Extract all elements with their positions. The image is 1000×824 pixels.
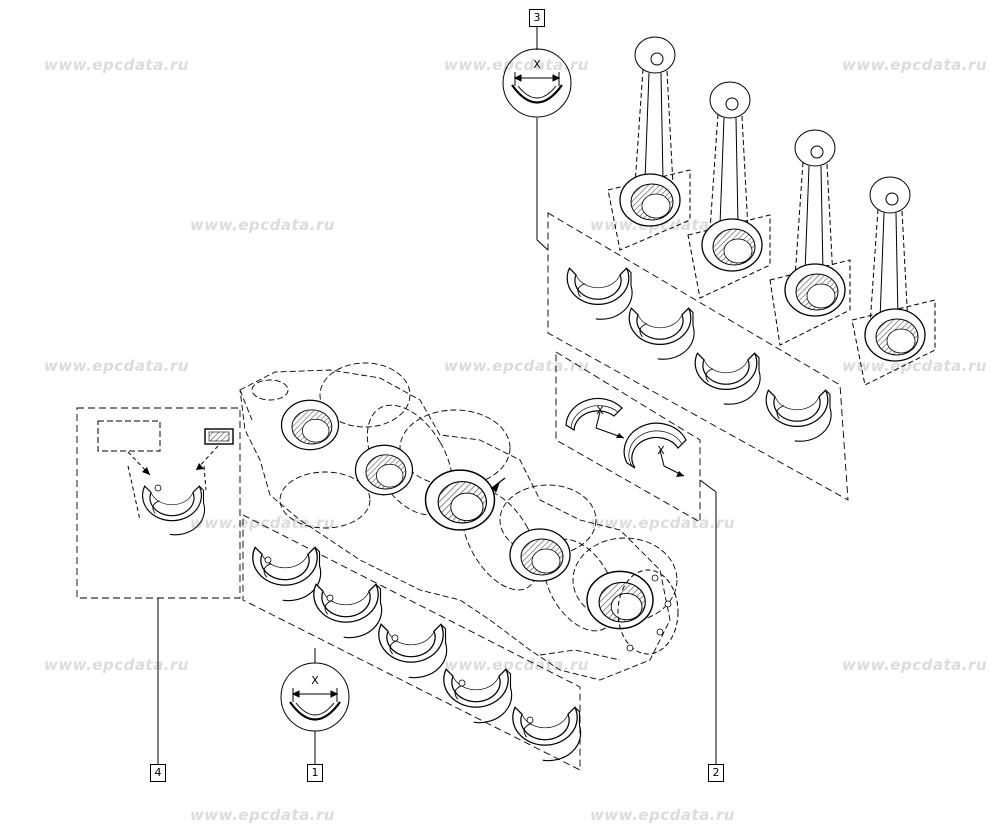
dimension-label: X	[533, 58, 541, 71]
callout-3: 3	[529, 9, 545, 27]
dimension-label: X	[596, 404, 604, 417]
callout-2: 2	[708, 764, 724, 782]
callout-4: 4	[150, 764, 166, 782]
dimension-label: X	[311, 674, 319, 687]
callout-1: 1	[307, 764, 323, 782]
dimension-label: X	[657, 444, 665, 457]
